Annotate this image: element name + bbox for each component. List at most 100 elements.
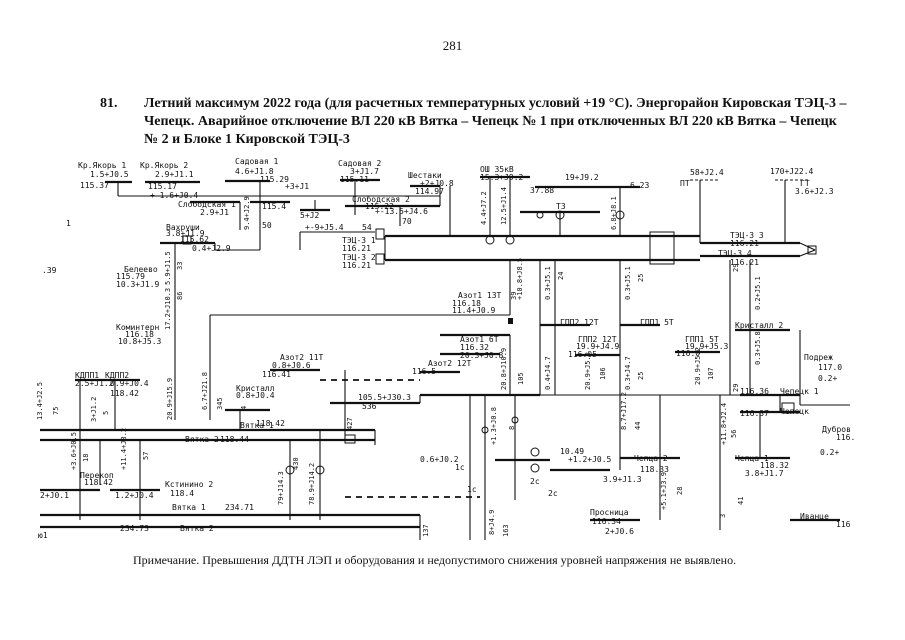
label-azot1-6t: Азот1 6Т: [460, 335, 499, 344]
label-sadovaya1: Садовая 1: [235, 157, 279, 166]
num-39: 39: [510, 292, 518, 300]
label-v1: 1: [66, 219, 71, 228]
label-p3-8: 3.8+J1.7: [745, 469, 784, 478]
flow-f21: +11.4+J3.2: [120, 428, 128, 470]
label-slob2: Слободская 2: [352, 194, 410, 204]
label-v117-0: 117.0: [818, 363, 842, 372]
flow-f14: 0.3+J4.7: [624, 356, 632, 390]
label-v536: 536: [362, 402, 377, 411]
label-v116-34: 116.34: [592, 517, 621, 526]
label-v118-32: 118.32: [760, 461, 789, 470]
label-gt-pw: 170+J22.4: [770, 167, 814, 176]
label-kstinino2: Кстинино 2: [165, 480, 213, 489]
label-v116-5: 116.5: [412, 367, 436, 376]
label-shestaki: Шестаки: [408, 171, 442, 180]
label-v115-79: 115.79: [116, 272, 145, 281]
label-kr-yakor1: Кр.Якорь 1: [78, 161, 126, 170]
flow-labels: 9.4+J2.9 5.9+J1.5 17.2+J10.3 4.4+J7.2 12…: [36, 187, 762, 535]
flow-f1: 9.4+J2.9: [243, 196, 251, 230]
num-427: 427: [346, 417, 354, 430]
label-v115-29: 115.29: [260, 175, 289, 184]
num-86: 86: [176, 292, 184, 300]
num-8: 8: [508, 426, 516, 430]
label-v116-21a: 116.21: [342, 244, 371, 253]
label-v1c: 1с: [455, 463, 465, 472]
label-vyatka2-b: Вятка 2: [180, 524, 214, 533]
label-vahr-pw2: 0.4+J2.9: [192, 244, 231, 253]
label-v116-37: 116.37: [740, 409, 769, 418]
num-28: 28: [676, 487, 684, 495]
lower-lines: [40, 378, 840, 540]
flow-f27: +5.1+J3.9: [660, 472, 668, 510]
label-gt: ГТ: [800, 179, 810, 188]
label-p13-5: +-13.5+J4.6: [375, 207, 428, 216]
label-slob1: Слободская 1: [178, 199, 236, 209]
label-v6-23: 6.23: [630, 181, 649, 190]
flow-f3: 17.2+J10.3: [164, 288, 172, 330]
label-v234-73: 234.73: [120, 524, 149, 533]
label-chepts2: Чепца 2: [634, 454, 668, 463]
num-106: 106: [599, 367, 607, 380]
label-slob1-pw: 2.9+J1: [200, 208, 229, 217]
num-18: 18: [82, 454, 90, 462]
label-kominterm: Коминтерн: [116, 323, 160, 332]
num-107: 107: [707, 367, 715, 380]
label-v1c-b: 1с: [467, 485, 477, 494]
label-v118-42: 118.42: [110, 389, 139, 398]
label-vahr-pw: 3.8+J1.9: [166, 229, 205, 238]
note: Примечание. Превышения ДДТН ЛЭП и оборуд…: [133, 553, 737, 567]
label-vyatka2: Вятка 2: [185, 435, 219, 444]
label-kristall: Кристалл: [236, 384, 275, 393]
flow-f28: +11.8+J2.4: [720, 403, 728, 445]
flow-f2: 5.9+J1.5: [164, 251, 172, 285]
flow-f17: 6.7+J21.8: [201, 372, 209, 410]
num-137: 137: [422, 524, 430, 537]
flow-f25: 8.7+J17.2: [620, 392, 628, 430]
label-perekop: Перекоп: [80, 471, 114, 480]
breaker-symbols: [182, 210, 817, 475]
label-v118-42b: 118.42: [256, 419, 285, 428]
label-v116: 116.: [836, 433, 855, 442]
label-az2-pw: 0.8+J0.6: [272, 361, 311, 370]
flow-f15: 20.9+J5.2: [694, 347, 702, 385]
label-v0-2: 0.2+: [818, 374, 837, 383]
label-bel-pw: 10.3+J1.9: [116, 280, 160, 289]
label-p2-1: 2+J0.1: [40, 491, 69, 500]
label-v116-18b: 116.18: [452, 299, 481, 308]
flow-f26: +1.3+J0.8: [490, 407, 498, 445]
label-chepts1: Чепца 1: [735, 454, 769, 463]
flow-f22: 3+J1.2: [90, 397, 98, 422]
label-vyatka1: Вятка 1: [240, 421, 274, 430]
label-sad1-pw: 4.6+J1.8: [235, 167, 274, 176]
flow-f6: 6.8+J8.1: [610, 196, 618, 230]
num-33: 33: [176, 262, 184, 270]
label-v115-37: 115.37: [80, 181, 109, 190]
label-v118-44: 118.44: [220, 435, 249, 444]
label-v234-71: 234.71: [225, 503, 254, 512]
label-v2c-b: 2с: [530, 477, 540, 486]
label-v118-4: 118.4: [170, 489, 194, 498]
label-pt: ПТ: [680, 179, 690, 188]
label-gpp2-12t-b: ГПП2 12Т: [578, 335, 617, 344]
label-kdpp1: КДПП1: [75, 371, 99, 380]
num-105: 105: [517, 372, 525, 385]
label-vyatka1-b: Вятка 1: [172, 503, 206, 512]
label-gpp1-5t-b: ГПП1 5Т: [685, 335, 719, 344]
num-44: 44: [634, 422, 642, 430]
label-pr-pw: 2+J0.6: [605, 527, 634, 536]
network-diagram: Кр.Якорь 1 Кр.Якорь 2 1.5+J0.5 2.9+J1.1 …: [36, 157, 855, 540]
num-29: 29: [732, 264, 740, 272]
label-sadovaya2: Садовая 2: [338, 159, 382, 168]
num-24: 24: [557, 272, 565, 280]
label-p9j5: +-9+J5.4: [305, 223, 344, 232]
num-4: 4: [240, 406, 248, 410]
num-25: 25: [637, 274, 645, 282]
label-v39: .39: [42, 266, 57, 275]
station-labels: Кр.Якорь 1 Кр.Якорь 2 1.5+J0.5 2.9+J1.1 …: [38, 157, 855, 540]
label-m1-6: +-1.6+J0.4: [150, 191, 198, 200]
label-p105: 105.5+J30.3: [358, 393, 411, 402]
label-chepetsk: Чепецк: [780, 407, 809, 416]
label-kr1-pw: 1.5+J0.5: [90, 170, 129, 179]
label-v2c: 2с: [548, 489, 558, 498]
flow-f7: 0.3+J5.1: [544, 266, 552, 300]
